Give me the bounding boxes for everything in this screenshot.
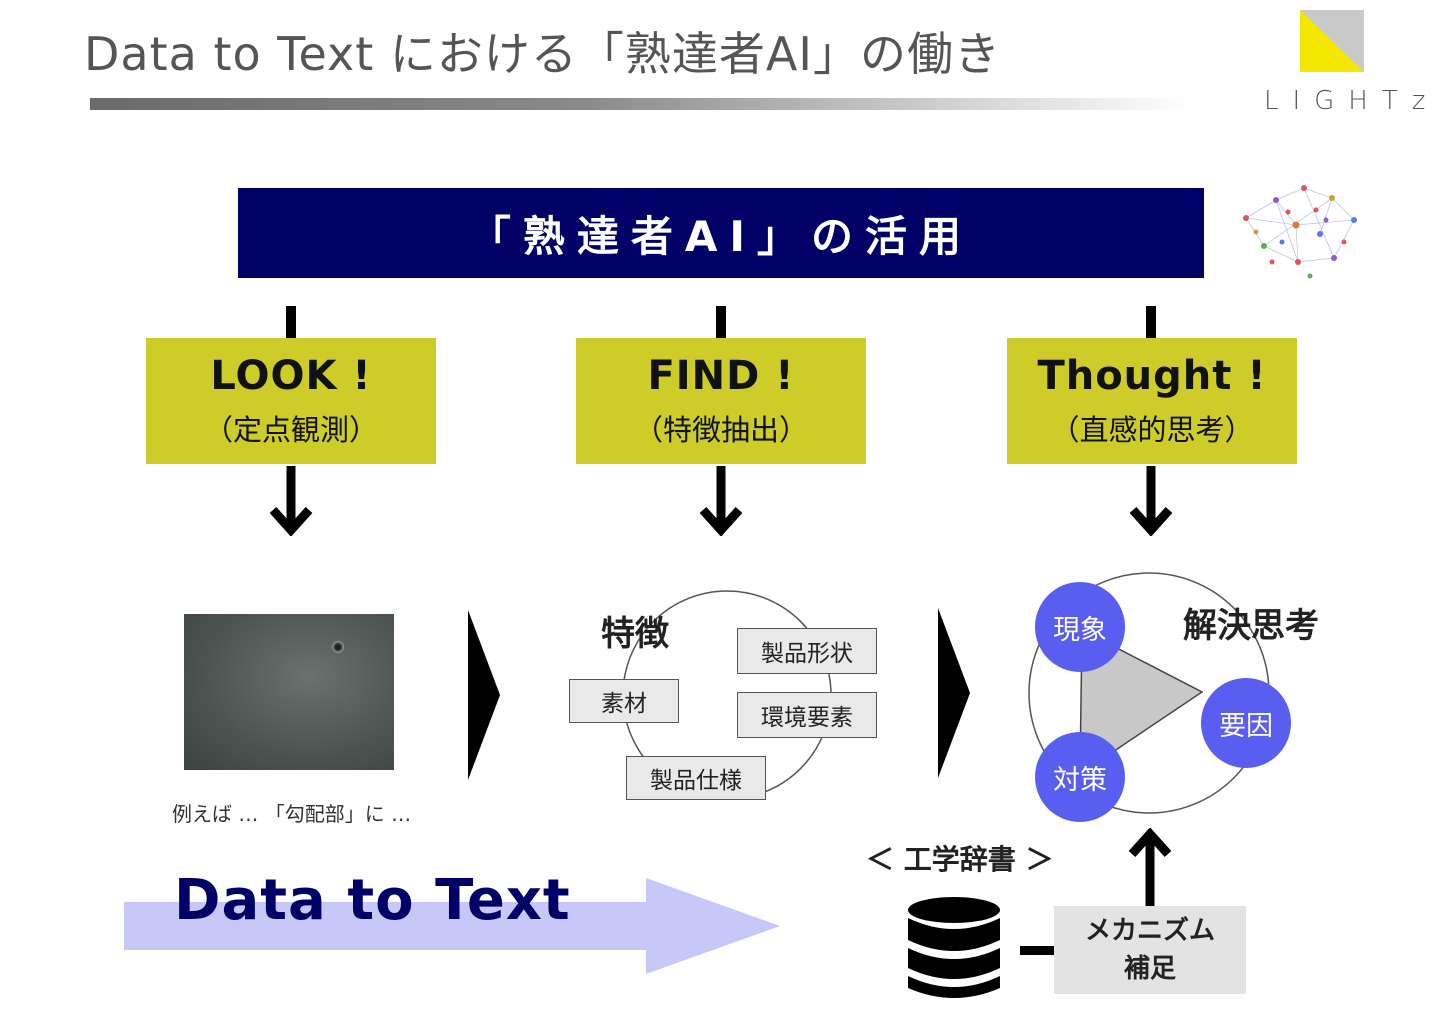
features-title: 特徴 — [601, 606, 669, 655]
step-find: FIND ! （特徴抽出） — [576, 338, 866, 464]
data-to-text-label: Data to Text — [174, 868, 571, 933]
photo-caption: 例えば … 「勾配部」に … — [172, 798, 411, 827]
header-label: 「熟達者AI」の活用 — [469, 203, 973, 264]
feature-product-spec: 製品仕様 — [626, 756, 766, 800]
connector-look — [286, 306, 296, 338]
step-look-subtitle: （定点観測） — [204, 407, 378, 449]
mechanism-box: メカニズム 補足 — [1054, 906, 1246, 994]
solve-title: 解決思考 — [1183, 598, 1319, 647]
lightz-logo-mark — [1300, 10, 1364, 72]
step-look: LOOK ! （定点観測） — [146, 338, 436, 464]
connector-find — [716, 306, 726, 338]
surface-defect — [332, 641, 344, 653]
header-bar: 「熟達者AI」の活用 — [238, 188, 1204, 278]
connector-thought — [1146, 306, 1156, 338]
dictionary-label: ＜ 工学辞書 ＞ — [866, 838, 1054, 878]
dictionary-connector — [1020, 946, 1054, 955]
step-thought-title: Thought ! — [1037, 353, 1266, 399]
network-graph-icon — [1236, 180, 1362, 286]
slide-title: Data to Text における「熟達者AI」の働き — [84, 18, 1001, 84]
up-arrow-icon — [1128, 828, 1172, 906]
down-arrow-icon — [699, 466, 743, 536]
step-look-title: LOOK ! — [210, 353, 371, 399]
logo-text: LIGHTz — [1264, 86, 1439, 116]
title-underline — [90, 98, 1190, 110]
feature-product-shape: 製品形状 — [737, 628, 877, 674]
surface-photo — [184, 614, 394, 770]
step-find-title: FIND ! — [647, 353, 794, 399]
step-find-subtitle: （特徴抽出） — [634, 407, 808, 449]
down-arrow-icon — [1129, 466, 1173, 536]
database-icon — [904, 896, 1004, 1002]
mechanism-line2: 補足 — [1124, 950, 1176, 988]
feature-material: 素材 — [569, 679, 679, 723]
step-thought: Thought ! （直感的思考） — [1007, 338, 1297, 464]
node-countermeasure: 対策 — [1035, 732, 1125, 822]
chevron-right-icon — [468, 610, 500, 780]
node-phenomenon: 現象 — [1035, 582, 1125, 672]
node-cause: 要因 — [1201, 678, 1291, 768]
step-thought-subtitle: （直感的思考） — [1050, 407, 1253, 449]
mechanism-line1: メカニズム — [1085, 912, 1215, 950]
feature-environment: 環境要素 — [737, 692, 877, 738]
down-arrow-icon — [269, 466, 313, 536]
chevron-right-icon — [938, 608, 970, 778]
